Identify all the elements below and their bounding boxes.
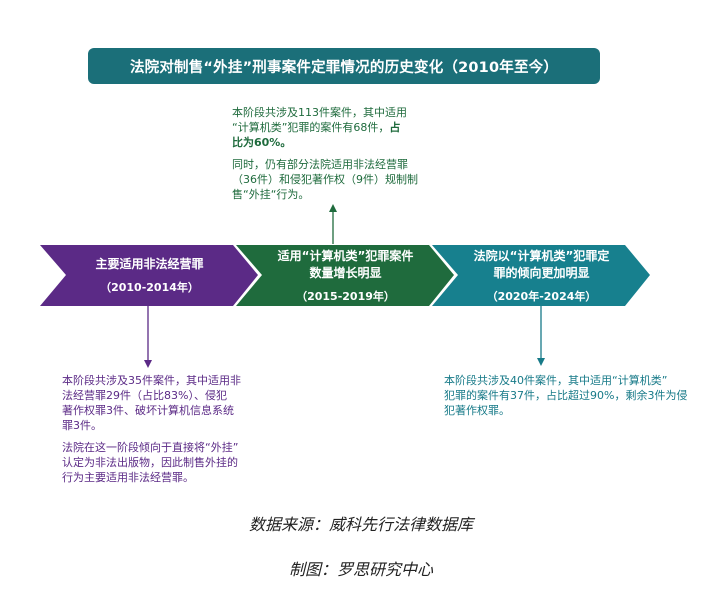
chart-credit-caption: 制图：罗思研究中心 xyxy=(288,560,433,579)
stage-3-period: （2020年-2024年） xyxy=(486,289,597,303)
arrowhead-stage2 xyxy=(329,204,337,212)
arrowhead-stage3 xyxy=(537,358,545,366)
arrowhead-stage1 xyxy=(144,360,152,368)
stage-1-label: 主要适用非法经营罪 （2010-2014年） xyxy=(66,245,233,306)
stage-1-name: 主要适用非法经营罪 xyxy=(95,257,204,271)
stage-2-name: 适用“计算机类”犯罪案件 数量增长明显 xyxy=(277,248,414,280)
stage-1-note-para-2: 法院在这一阶段倾向于直接将“外挂” 认定为非法出版物，因此制售外挂的 行为主要适… xyxy=(62,441,239,484)
stage-2-note-para-2: 同时，仍有部分法院适用非法经营罪 （36件）和侵犯著作权（9件）规制制 售“外挂… xyxy=(232,158,418,201)
stage-1-chevron xyxy=(40,245,258,306)
data-source-caption: 数据来源：威科先行法律数据库 xyxy=(248,515,473,534)
stage-3-chevron xyxy=(432,245,650,306)
stage-2-note-para-1: 本阶段共涉及113件案件，其中适用 “计算机类”犯罪的案件有68件，占 比为60… xyxy=(232,106,407,149)
stage-2-note: 本阶段共涉及113件案件，其中适用 “计算机类”犯罪的案件有68件，占 比为60… xyxy=(232,105,418,202)
stage-3-note-para-1: 本阶段共涉及40件案件，其中适用“计算机类” 犯罪的案件有37件，占比超过90%… xyxy=(444,374,688,417)
stage-2-chevron xyxy=(236,245,454,306)
title-banner: 法院对制售“外挂”刑事案件定罪情况的历史变化（2010年至今） xyxy=(88,48,600,84)
diagram-title: 法院对制售“外挂”刑事案件定罪情况的历史变化（2010年至今） xyxy=(129,59,559,76)
stage-1-note: 本阶段共涉及35件案件，其中适用非 法经营罪29件（占比83%）、侵犯 著作权罪… xyxy=(62,373,241,485)
stage-3-name: 法院以“计算机类”犯罪定 罪的倾向更加明显 xyxy=(473,248,610,280)
stage-3-label: 法院以“计算机类”犯罪定 罪的倾向更加明显 （2020年-2024年） xyxy=(458,245,625,306)
stage-1-note-para-1: 本阶段共涉及35件案件，其中适用非 法经营罪29件（占比83%）、侵犯 著作权罪… xyxy=(62,374,241,432)
stage-2-label: 适用“计算机类”犯罪案件 数量增长明显 （2015-2019年） xyxy=(262,245,429,306)
stage-3-note: 本阶段共涉及40件案件，其中适用“计算机类” 犯罪的案件有37件，占比超过90%… xyxy=(444,373,687,418)
stage-2-period: （2015-2019年） xyxy=(296,289,395,303)
stage-1-period: （2010-2014年） xyxy=(100,281,199,294)
